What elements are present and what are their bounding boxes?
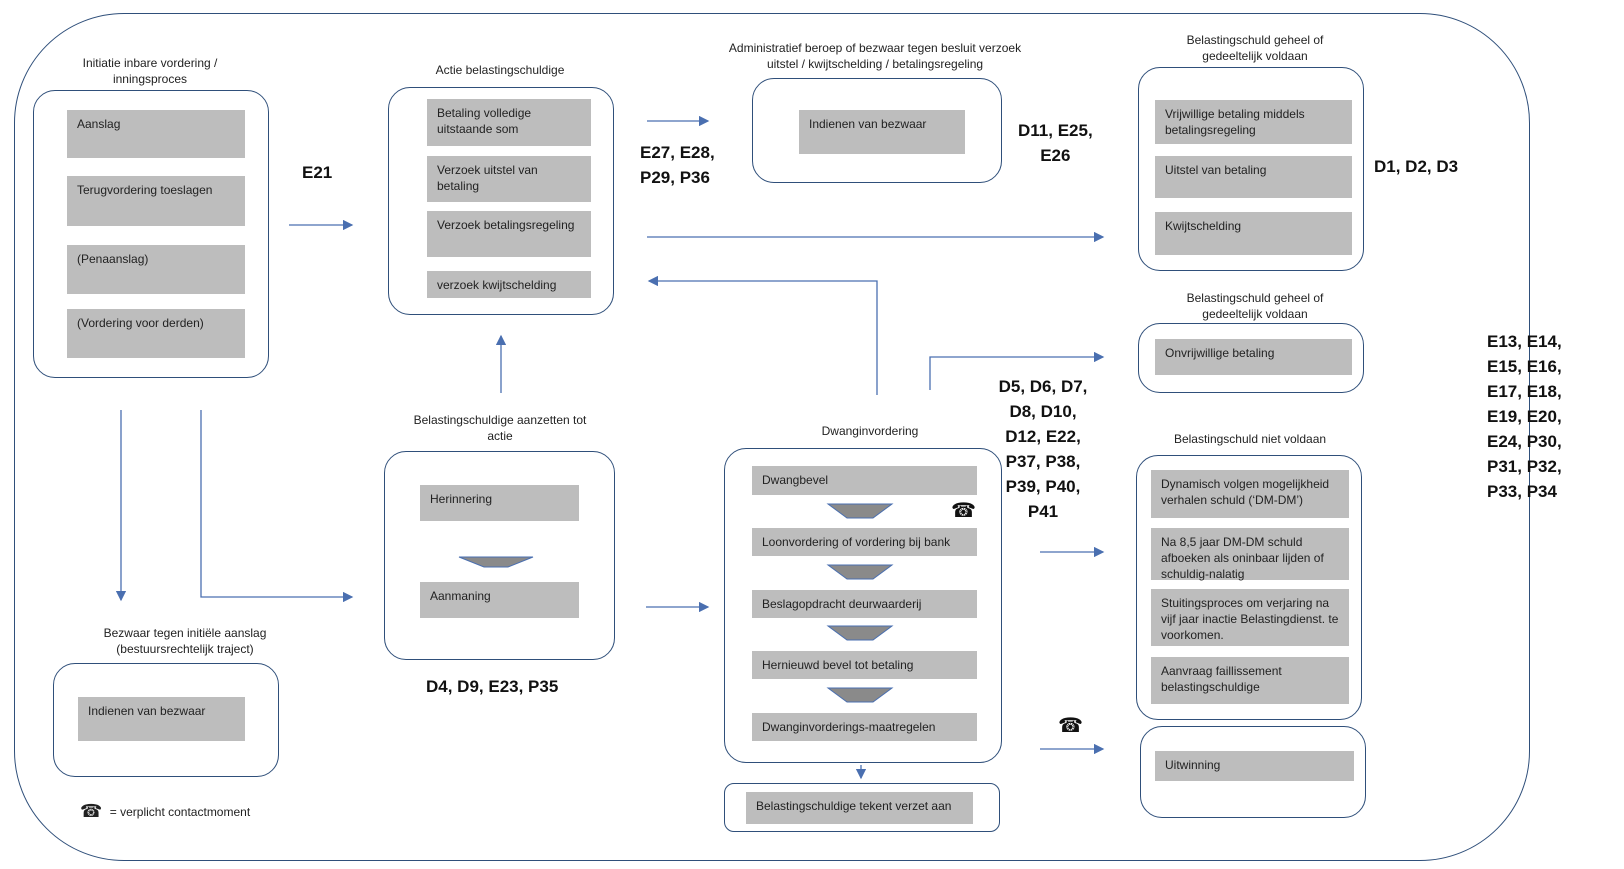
code-d11: D11, E25, E26: [1018, 121, 1093, 165]
aanzetten-item-herinnering: Herinnering: [420, 485, 579, 521]
code-e13: E13, E14, E15, E16, E17, E18, E19, E20, …: [1487, 332, 1562, 501]
initiatie-title: Initiatie inbare vordering / inningsproc…: [82, 56, 218, 86]
phone-icon: ☎: [1058, 715, 1083, 737]
actie-item-betalingsregeling: Verzoek betalingsregeling: [427, 211, 591, 257]
voldaan2-title: Belastingschuld geheel of gedeeltelijk v…: [1186, 291, 1324, 321]
niet-voldaan-item-stuiting: Stuitingsproces om verjaring na vijf jaa…: [1151, 589, 1349, 646]
code-d5: D5, D6, D7, D8, D10, D12, E22, P37, P38,…: [998, 377, 1088, 521]
aanzetten-box: [384, 451, 615, 660]
niet-voldaan-item-dmdm: Dynamisch volgen mogelijkheid verhalen s…: [1151, 470, 1349, 518]
code-d4: D4, D9, E23, P35: [426, 677, 559, 696]
niet-voldaan-item-afboeken: Na 8,5 jaar DM-DM schuld afboeken als on…: [1151, 528, 1349, 581]
actie-item-betaling: Betaling volledige uitstaande som: [427, 99, 591, 146]
dwang-title: Dwanginvordering: [821, 424, 919, 438]
verzet-item: Belastingschuldige tekent verzet aan: [746, 792, 973, 824]
phone-icon: ☎: [951, 500, 976, 522]
voldaan1-item-uitstel: Uitstel van betaling: [1155, 156, 1352, 198]
voldaan1-item-kwijtschelding: Kwijtschelding: [1155, 212, 1352, 255]
voldaan2-item-onvrijwillig: Onvrijwillige betaling: [1155, 339, 1352, 375]
aanzetten-title: Belastingschuldige aanzetten tot actie: [413, 413, 587, 443]
dwang-item-beslagopdracht: Beslagopdracht deurwaarderij: [752, 590, 977, 618]
dwang-item-loonvordering: Loonvordering of vordering bij bank: [752, 528, 977, 556]
code-e27: E27, E28, P29, P36: [640, 143, 715, 187]
actie-title: Actie belastingschuldige: [435, 63, 565, 77]
admin-beroep-item-bezwaar: Indienen van bezwaar: [799, 110, 965, 154]
legend: ☎ = verplicht contactmoment: [80, 801, 250, 822]
uitwinning-item: Uitwinning: [1155, 751, 1354, 781]
initiatie-item-terugvordering: Terugvordering toeslagen: [67, 176, 245, 226]
legend-text: = verplicht contactmoment: [109, 804, 251, 819]
dwang-item-dwangbevel: Dwangbevel: [752, 466, 977, 495]
bezwaar-item: Indienen van bezwaar: [78, 697, 245, 741]
code-e21: E21: [302, 163, 333, 182]
admin-beroep-title: Administratief beroep of bezwaar tegen b…: [728, 41, 1022, 71]
voldaan1-item-vrijwillig: Vrijwillige betaling middels betalingsre…: [1155, 100, 1352, 144]
niet-voldaan-title: Belastingschuld niet voldaan: [1173, 432, 1327, 446]
process-frame: [14, 13, 1530, 861]
initiatie-item-aanslag: Aanslag: [67, 110, 245, 158]
initiatie-item-vordering-derden: (Vordering voor derden): [67, 309, 245, 358]
dwang-item-maatregelen: Dwanginvorderings-maatregelen: [752, 713, 977, 741]
initiatie-item-penaanslag: (Penaanslag): [67, 245, 245, 294]
actie-item-uitstel: Verzoek uitstel van betaling: [427, 156, 591, 202]
voldaan1-title: Belastingschuld geheel of gedeeltelijk v…: [1186, 33, 1324, 63]
actie-item-kwijtschelding: verzoek kwijtschelding: [427, 271, 591, 298]
code-d1: D1, D2, D3: [1374, 157, 1459, 176]
bezwaar-title: Bezwaar tegen initiële aanslag (bestuurs…: [103, 626, 267, 656]
phone-icon: ☎: [80, 801, 103, 821]
aanzetten-item-aanmaning: Aanmaning: [420, 582, 579, 618]
niet-voldaan-item-faillissement: Aanvraag faillissement belastingschuldig…: [1151, 657, 1349, 704]
dwang-item-hernieuwd-bevel: Hernieuwd bevel tot betaling: [752, 651, 977, 679]
